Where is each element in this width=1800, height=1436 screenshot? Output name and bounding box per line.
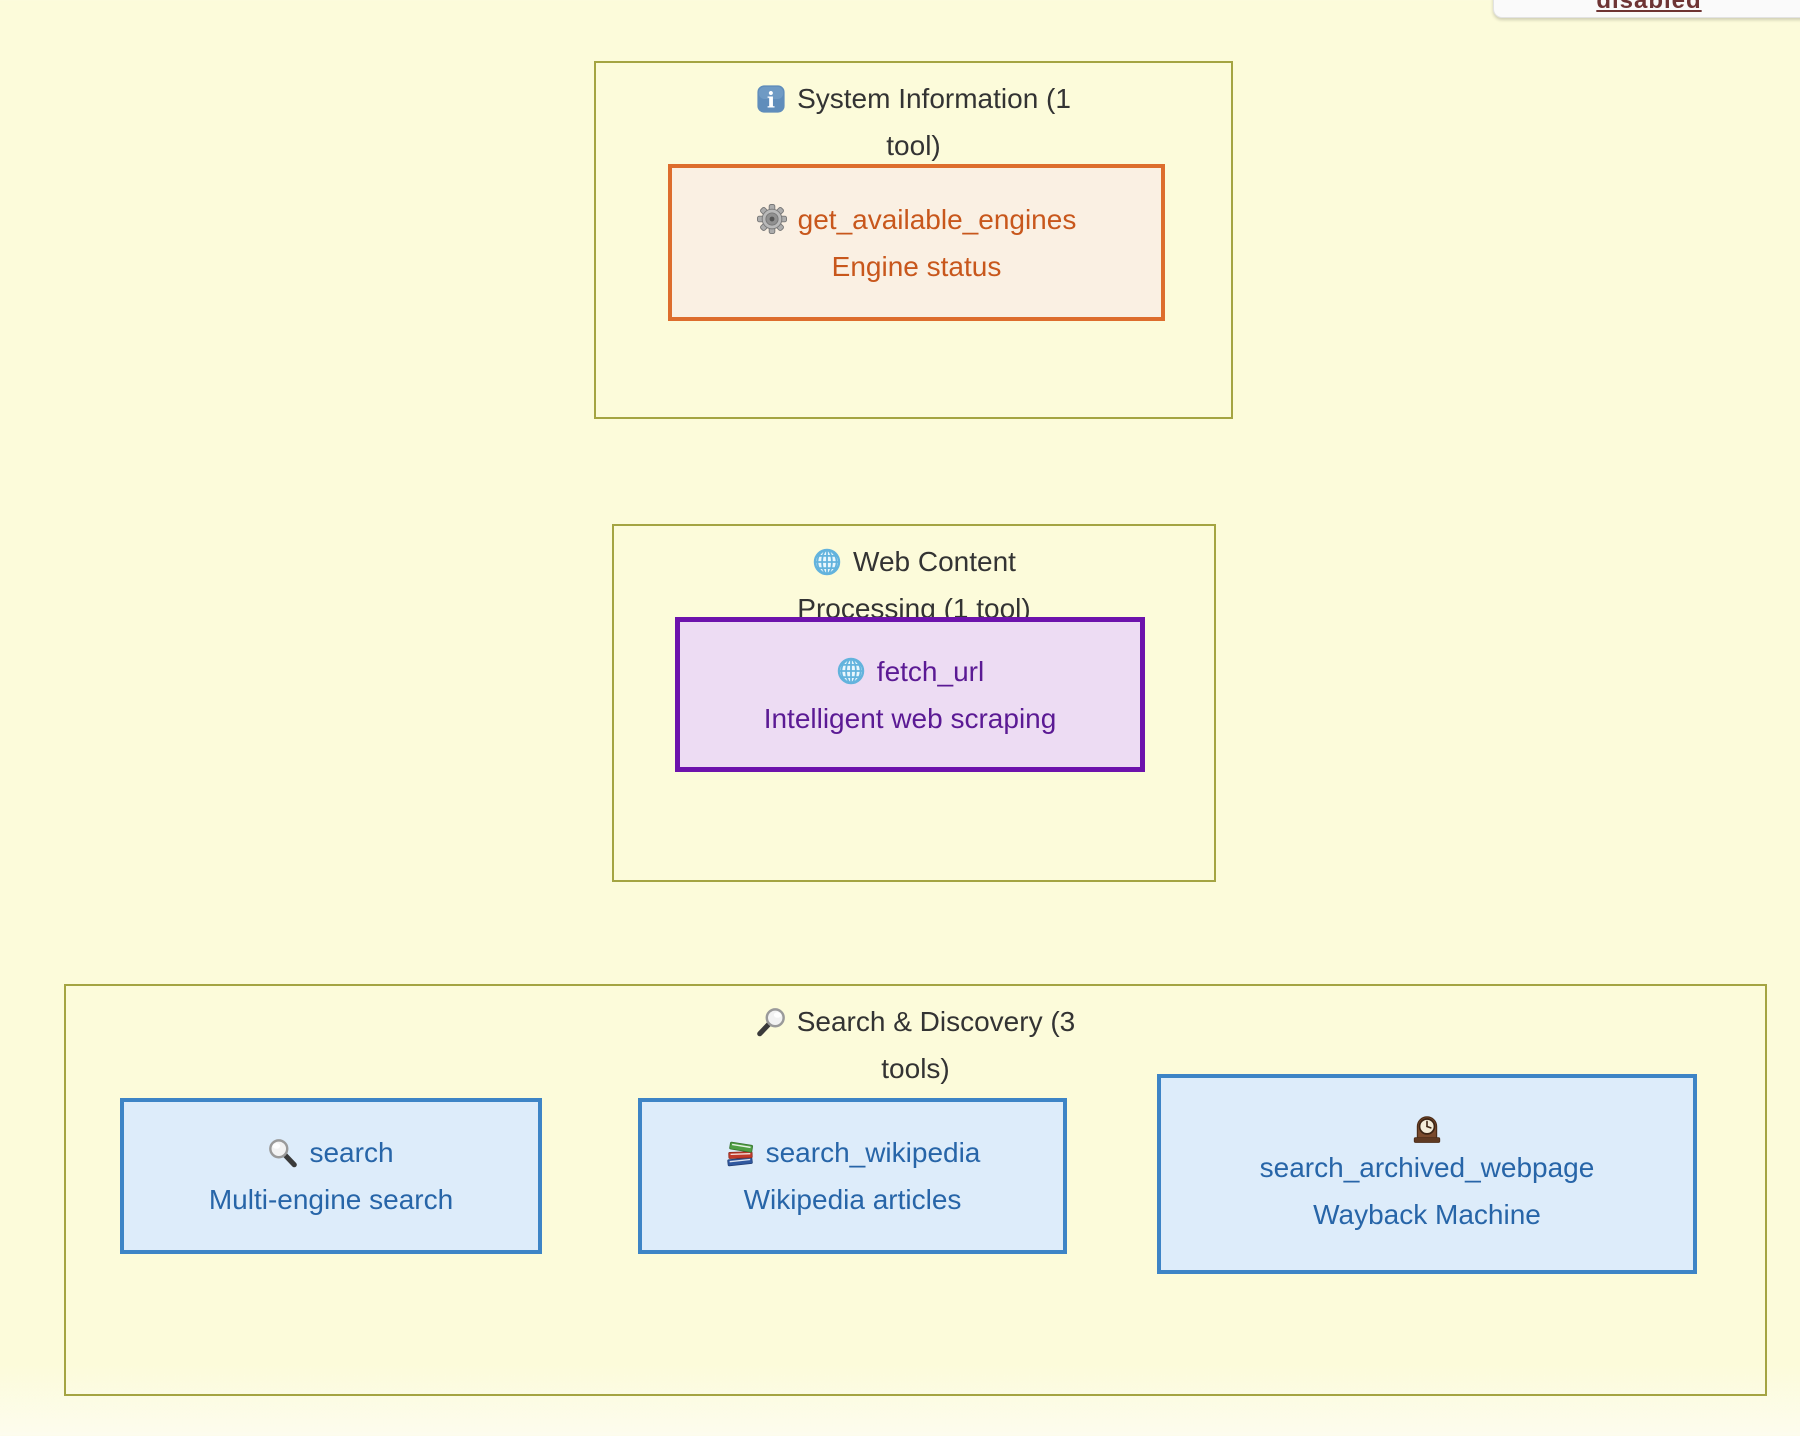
group-web-content-processing: Web Content Processing (1 tool) fetch_ur…: [612, 524, 1216, 882]
tool-description: Wikipedia articles: [743, 1184, 962, 1215]
group-search-discovery: Search & Discovery (3 tools) search Mult…: [64, 984, 1767, 1396]
group-system-information: System Information (1 tool) get_availabl…: [594, 61, 1233, 419]
group-title-line2: tools): [881, 1053, 950, 1084]
globe-icon: [836, 656, 866, 686]
tool-name: search: [309, 1137, 394, 1168]
magnifier-left-icon: [268, 1138, 298, 1168]
group-title-line1: System Information (1: [797, 83, 1071, 114]
globe-icon: [812, 547, 842, 577]
group-title: Search & Discovery (3 tools): [66, 998, 1765, 1092]
tool-description: Intelligent web scraping: [763, 702, 1057, 734]
node-search-wikipedia: search_wikipedia Wikipedia articles: [638, 1098, 1067, 1254]
info-icon: [757, 84, 785, 113]
books-icon: [726, 1140, 753, 1166]
tool-description: Multi-engine search: [208, 1184, 454, 1215]
tool-description: Engine status: [831, 250, 1002, 282]
node-search: search Multi-engine search: [120, 1098, 542, 1254]
gear-icon: [756, 204, 787, 234]
tool-description: Wayback Machine: [1313, 1199, 1541, 1230]
group-title: System Information (1 tool): [596, 75, 1231, 169]
tool-name: get_available_engines: [797, 203, 1077, 235]
tool-name: search_wikipedia: [765, 1137, 981, 1168]
mantel-clock-icon: [1413, 1116, 1441, 1144]
group-title-line2: tool): [886, 130, 941, 161]
group-title-line1: Search & Discovery (3: [796, 1006, 1076, 1037]
node-fetch-url: fetch_url Intelligent web scraping: [675, 617, 1145, 772]
tool-name: fetch_url: [876, 655, 985, 687]
tool-name: search_archived_webpage: [1259, 1152, 1595, 1183]
clipped-card: disabled: [1493, 0, 1800, 18]
node-get-available-engines: get_available_engines Engine status: [668, 164, 1165, 321]
magnifier-right-icon: [756, 1007, 786, 1037]
group-title-line1: Web Content: [853, 546, 1016, 577]
node-search-archived-webpage: search_archived_webpage Wayback Machine: [1157, 1074, 1697, 1274]
clipped-card-label[interactable]: disabled: [1596, 0, 1702, 14]
